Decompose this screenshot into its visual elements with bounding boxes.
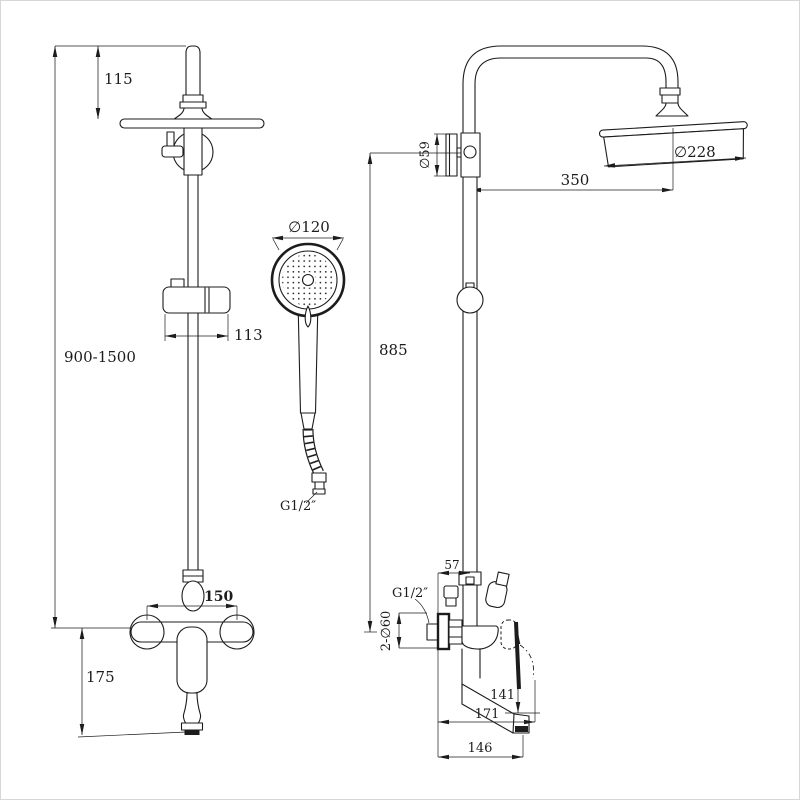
lever-knob-dashed	[500, 619, 518, 650]
mixer-body-front	[176, 626, 208, 694]
dim-spout-reach-body: 146	[468, 741, 493, 756]
slider-holder-side	[456, 286, 484, 314]
dim-spout-drop: 175	[86, 668, 115, 686]
dim-bracket-diameter: ∅59	[418, 141, 433, 169]
hand-shower-detail: G1/2″ ∅120	[270, 218, 346, 514]
dim-eccentric-size: 2-∅60	[379, 611, 394, 652]
side-view: ∅228 350 ∅59 885	[364, 45, 748, 734]
spout-front	[182, 692, 202, 724]
hose-nut	[311, 472, 327, 483]
mixer-body-side	[461, 625, 499, 650]
wall-union-right	[219, 614, 255, 650]
bracket-knob	[463, 145, 477, 159]
spray-face-dots	[282, 254, 335, 306]
diverter-handle	[161, 145, 184, 158]
rain-head-front	[119, 118, 265, 129]
wall-union-left	[129, 614, 165, 650]
dim-head-diameter: ∅228	[674, 143, 716, 161]
slider-holder-front	[162, 286, 231, 314]
riser-joint-front	[181, 580, 205, 612]
slide-bar-front	[187, 174, 199, 571]
dim-wall-clearance: 57	[444, 558, 459, 572]
dim-handle-height: 141	[490, 688, 515, 703]
dim-slider-width: 113	[234, 326, 263, 344]
dim-head-reach: 350	[561, 171, 590, 189]
dim-head-height: 115	[104, 70, 133, 88]
dim-bar-range: 900-1500	[64, 348, 136, 366]
dim-handshower-thread: G1/2″	[280, 499, 316, 514]
wall-bracket-flange	[445, 133, 458, 177]
mixer-lever	[514, 621, 521, 690]
wall-plate-side	[436, 612, 451, 651]
front-view	[119, 45, 265, 735]
dim-inlet-thread: G1/2″	[392, 586, 428, 601]
dim-hole-spacing: 150	[204, 589, 233, 605]
dim-handshower-diameter: ∅120	[288, 218, 330, 236]
dim-spout-reach-total: 171	[475, 707, 500, 722]
front-view-dimensions: 900-1500 115 113 150 175	[51, 45, 263, 738]
gooseneck-outer	[462, 45, 679, 134]
aerator-front	[184, 730, 200, 735]
union-nut-side	[448, 619, 463, 645]
aerator-side	[515, 726, 528, 732]
gooseneck-inner	[474, 57, 667, 134]
head-cone-front	[173, 107, 213, 120]
lever-swing-arc	[519, 644, 534, 679]
side-view-dimensions: 57 G1/2″ 2-∅60 141 171 146	[379, 558, 540, 760]
eccentric-connector	[426, 623, 439, 641]
dim-riser-height: 885	[379, 341, 408, 359]
riser-top-front	[185, 45, 201, 96]
riser-side	[462, 176, 478, 573]
